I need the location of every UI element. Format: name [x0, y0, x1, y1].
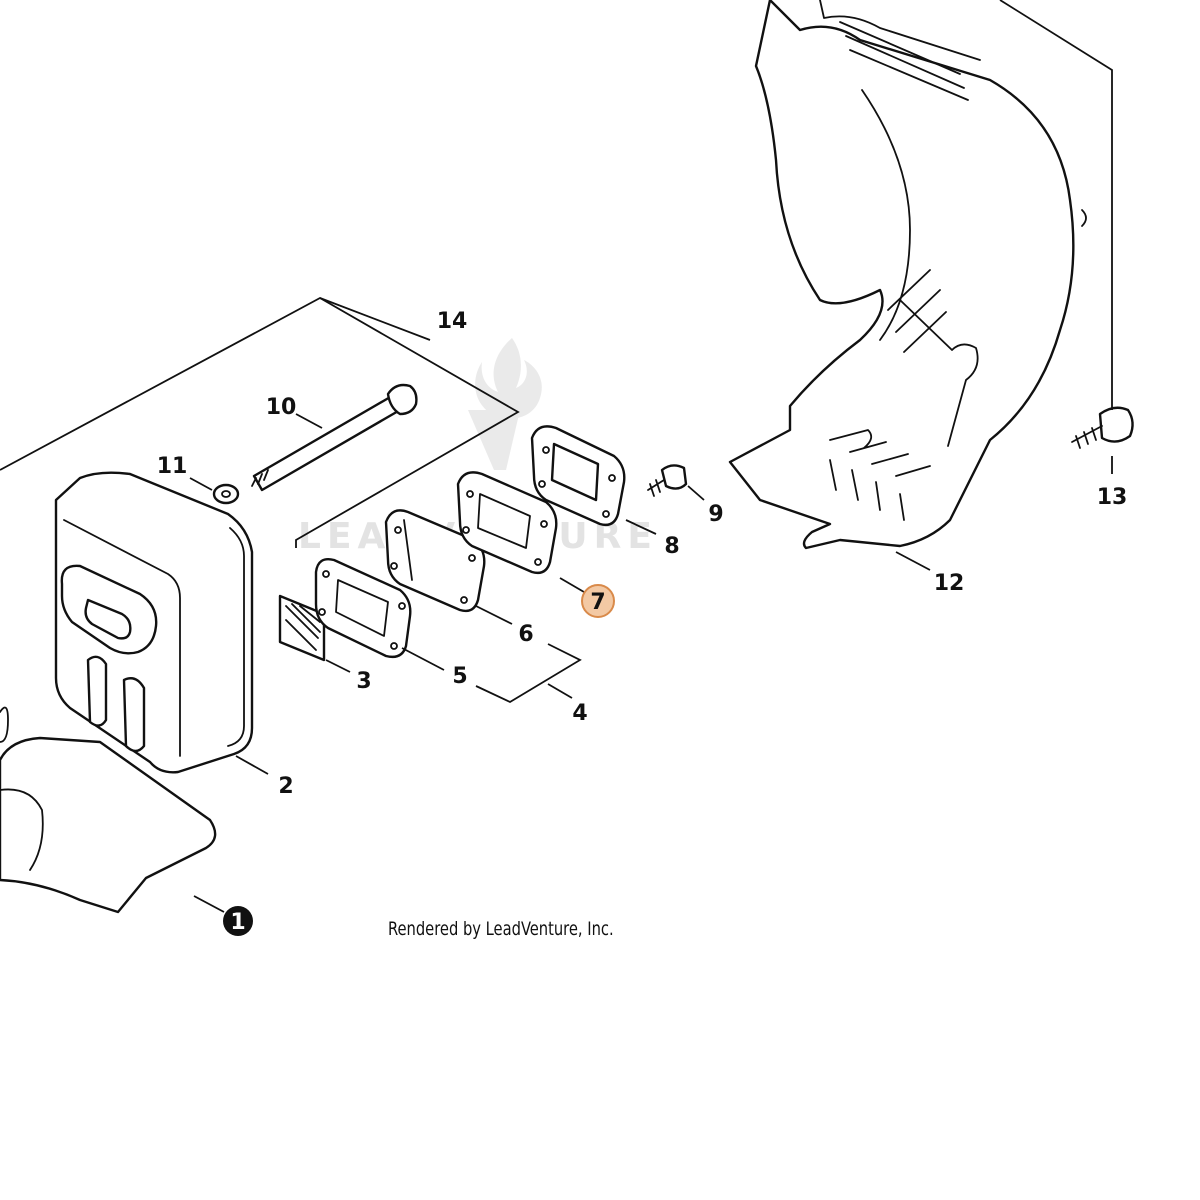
callout-1[interactable]: 1 [223, 906, 253, 936]
callout-11[interactable]: 11 [157, 454, 188, 479]
part-10-bolt[interactable] [251, 383, 418, 492]
part-7-gasket[interactable] [456, 471, 558, 575]
callout-4[interactable]: 4 [572, 701, 587, 726]
callout-1-label: 1 [230, 910, 245, 935]
callout-7-highlight [581, 584, 615, 618]
callout-3[interactable]: 3 [356, 669, 371, 694]
leader-lines [0, 0, 1113, 913]
callout-12[interactable]: 12 [934, 571, 965, 596]
part-8-flange[interactable] [530, 425, 626, 527]
callout-7-label: 7 [590, 590, 605, 615]
part-2-muffler[interactable] [54, 471, 254, 774]
part-13-screw[interactable] [1071, 406, 1134, 449]
callout-2[interactable]: 2 [278, 774, 293, 799]
callout-8[interactable]: 8 [664, 534, 679, 559]
part-1-housing[interactable] [0, 706, 217, 914]
callout-6[interactable]: 6 [518, 622, 533, 647]
callout-9[interactable]: 9 [708, 502, 723, 527]
watermark-logo [468, 338, 542, 470]
callout-5[interactable]: 5 [452, 664, 467, 689]
callout-10[interactable]: 10 [266, 395, 297, 420]
callout-14[interactable]: 14 [437, 309, 468, 334]
part-11-washer[interactable] [212, 483, 240, 505]
part-12-shroud[interactable] [728, 0, 1087, 550]
callout-13[interactable]: 13 [1097, 485, 1128, 510]
callout-7[interactable]: 7 [581, 584, 615, 618]
callout-1-marker [223, 906, 253, 936]
render-credit: Rendered by LeadVenture, Inc. [388, 918, 614, 940]
part-9-screw[interactable] [647, 464, 688, 497]
part-3-spark-screen[interactable] [278, 594, 326, 662]
part-5-gasket[interactable] [314, 558, 412, 659]
part-6-baffle-plate[interactable] [384, 509, 486, 613]
